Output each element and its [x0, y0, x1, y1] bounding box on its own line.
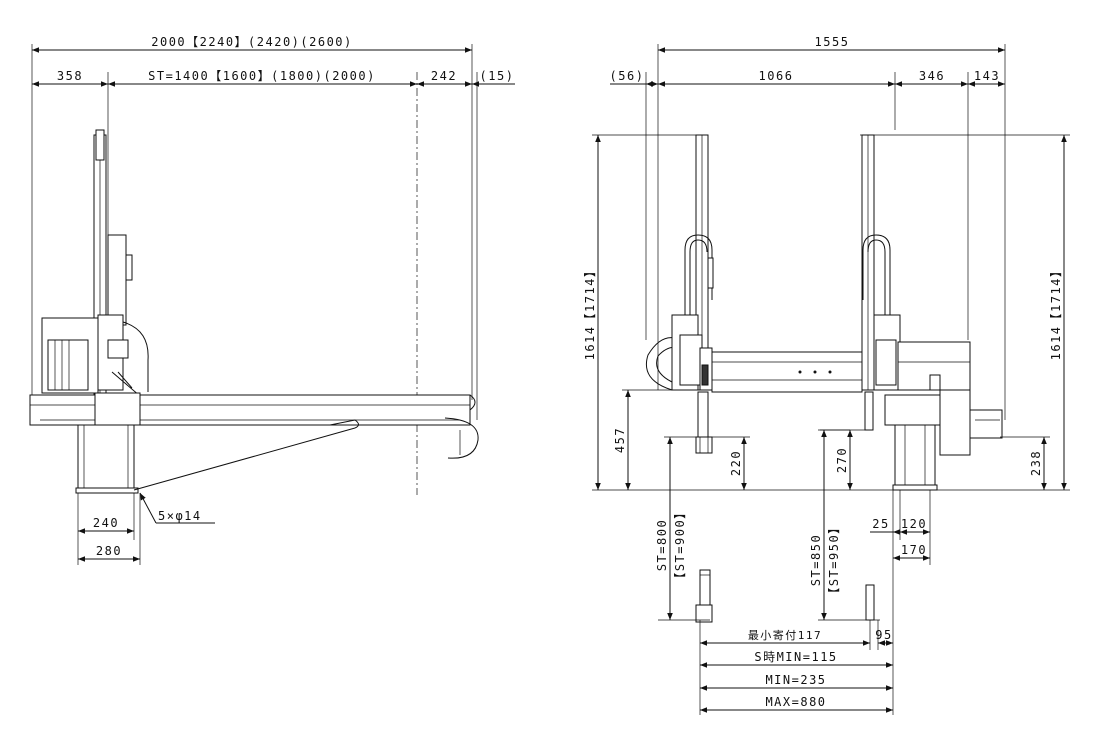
- dim-base-height: 457: [613, 427, 627, 453]
- left-gripper: [695, 436, 713, 454]
- dim-right-stroke-a: ST=850: [809, 534, 823, 586]
- dim-25: 25: [872, 517, 889, 531]
- dim-min: MIN=235: [765, 673, 826, 687]
- dim-extra: (15): [480, 69, 515, 83]
- dim-s-min: S時MIN=115: [754, 650, 837, 664]
- dim-holes: 5×φ14: [158, 509, 202, 523]
- dim-min-offset: 最小寄付117: [748, 628, 822, 642]
- dim-left-extra: (56): [610, 69, 645, 83]
- dim-right-offset: 242: [431, 69, 457, 83]
- dim-170: 170: [901, 543, 927, 557]
- dim-left-grip: 220: [729, 450, 743, 476]
- dim-120: 120: [901, 517, 927, 531]
- dim-left-stroke-b: 【ST=900】: [673, 505, 687, 584]
- dim-left-offset: 358: [57, 69, 83, 83]
- right-gripper: [864, 391, 874, 431]
- dim-beam-span: 1066: [759, 69, 794, 83]
- cross-beam: [711, 351, 863, 393]
- dim-max: MAX=880: [765, 695, 826, 709]
- dim-height-right: 1614【1714】: [1049, 264, 1063, 361]
- dim-height-left: 1614【1714】: [583, 264, 597, 361]
- dim-95: 95: [875, 628, 892, 642]
- dim-left-stroke-a: ST=800: [655, 519, 669, 571]
- left-side-view: 2000【2240】(2420)(2600) 358 ST=1400【1600】…: [29, 35, 515, 565]
- dim-stroke: ST=1400【1600】(1800)(2000): [148, 69, 376, 83]
- right-front-view: 1555 (56) 1066 346 143 1614【1714】 1614【1…: [583, 35, 1070, 715]
- dim-overall-width: 2000【2240】(2420)(2600): [151, 35, 353, 49]
- dim-right-grip: 270: [835, 447, 849, 473]
- dim-right-base: 238: [1029, 450, 1043, 476]
- base-stand: [77, 424, 135, 491]
- dim-right-stroke-b: 【ST=950】: [827, 520, 841, 599]
- dim-overall-width-right: 1555: [815, 35, 850, 49]
- dim-right-span: 346: [919, 69, 945, 83]
- dim-bolt-inner: 240: [93, 516, 119, 530]
- dim-right-end: 143: [974, 69, 1000, 83]
- dim-bolt-outer: 280: [96, 544, 122, 558]
